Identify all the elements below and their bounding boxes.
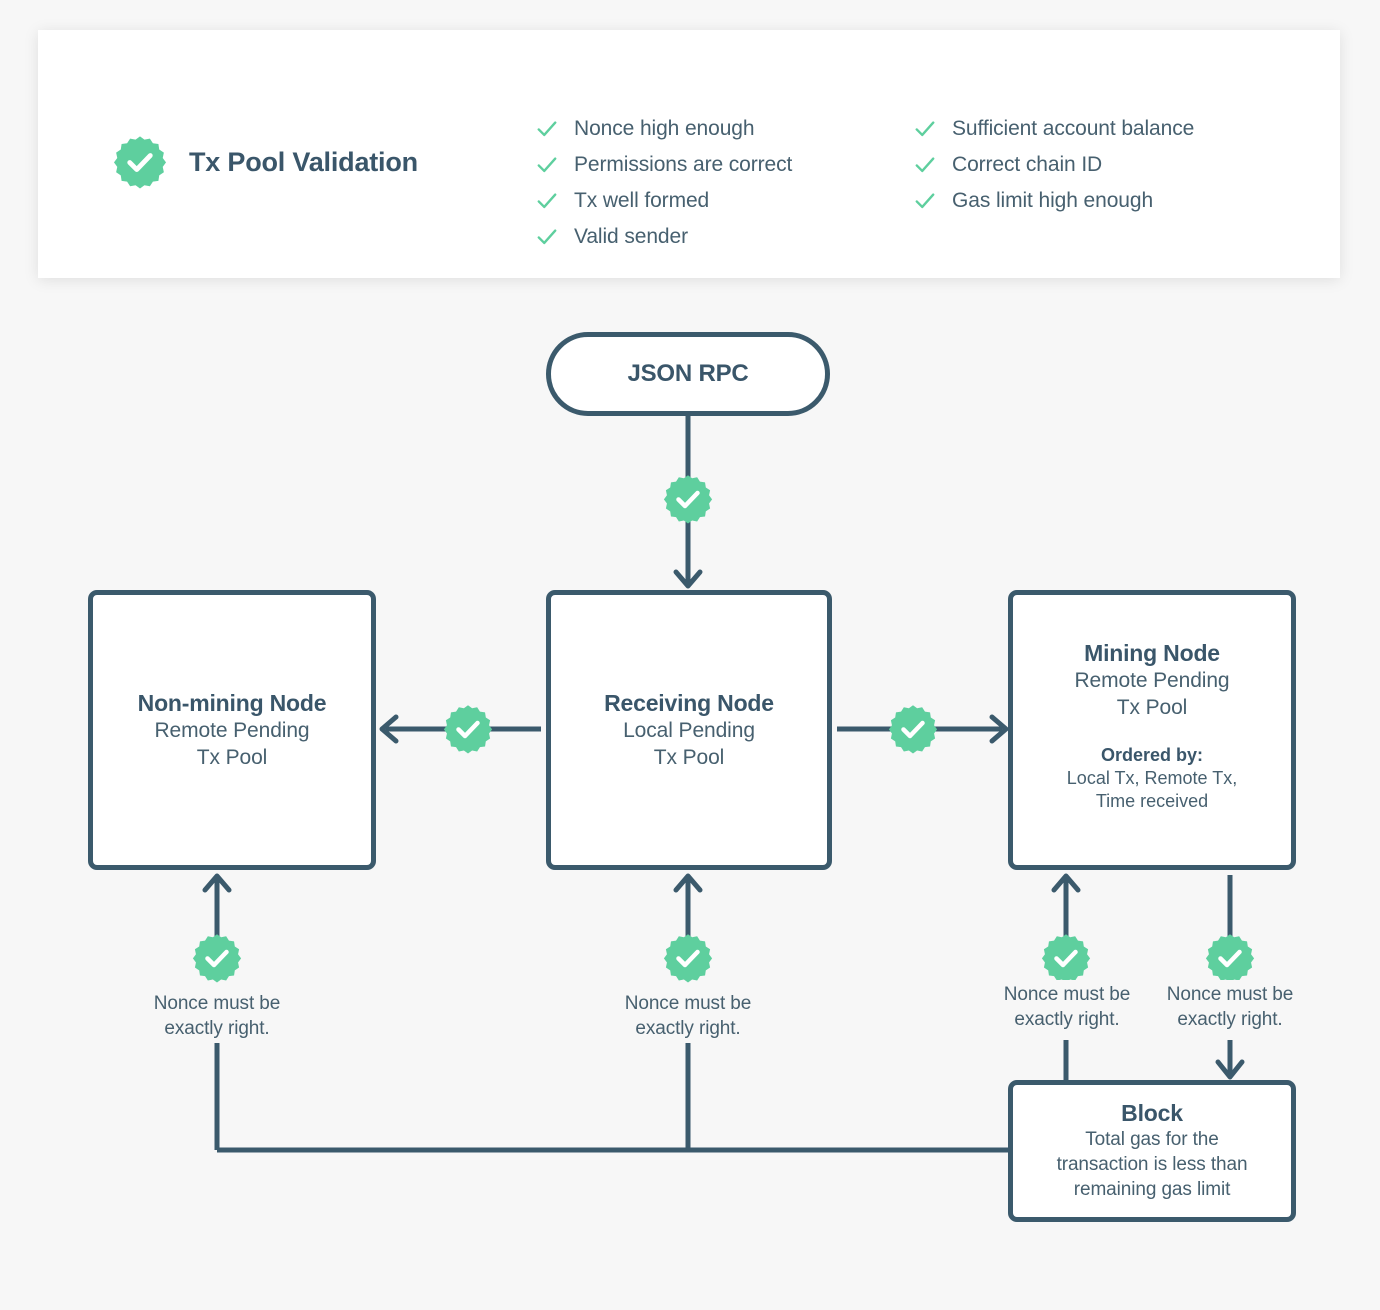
node-title: Block — [1121, 1100, 1183, 1126]
check-icon — [915, 193, 935, 209]
validation-badge-mining-return — [1041, 933, 1091, 988]
checklist-item: Tx well formed — [536, 188, 792, 224]
page-title: Tx Pool Validation — [189, 146, 418, 177]
checklist-item-label: Valid sender — [574, 225, 688, 248]
node-title: Mining Node — [1084, 640, 1220, 666]
checklist-item-label: Permissions are correct — [574, 153, 793, 176]
node-json-rpc[interactable]: JSON RPC — [546, 332, 830, 416]
validation-badge-jsonrpc-to-receiving — [663, 474, 713, 529]
check-badge-icon — [113, 135, 167, 189]
node-title: Receiving Node — [604, 689, 774, 716]
validation-badge-receiving-return — [663, 933, 713, 988]
checklist-item: Permissions are correct — [536, 152, 792, 188]
card-title-group: Tx Pool Validation — [113, 135, 418, 189]
checklist-item: Gas limit high enough — [914, 188, 1194, 224]
checklist-item-label: Correct chain ID — [952, 153, 1103, 176]
checklist-item-label: Nonce high enough — [574, 117, 755, 140]
checklist-column-2: Sufficient account balance Correct chain… — [914, 116, 1194, 224]
ordered-by-body: Local Tx, Remote Tx,Time received — [1066, 768, 1238, 811]
check-icon — [537, 229, 557, 245]
ordered-by-heading: Ordered by: — [1100, 745, 1204, 765]
checklist-item: Sufficient account balance — [914, 116, 1194, 152]
check-icon — [537, 121, 557, 137]
checklist-item: Correct chain ID — [914, 152, 1194, 188]
checklist-column-1: Nonce high enough Permissions are correc… — [536, 116, 792, 260]
validation-badge-receiving-to-nonmining — [443, 704, 493, 759]
check-icon — [537, 157, 557, 173]
node-title: JSON RPC — [627, 360, 749, 387]
check-icon — [915, 157, 935, 173]
validation-badge-mining-to-block — [1205, 933, 1255, 988]
tx-pool-validation-card: Tx Pool Validation Nonce high enough Per… — [38, 30, 1340, 278]
validation-badge-receiving-to-mining — [888, 704, 938, 759]
check-icon — [915, 121, 935, 137]
checklist-item: Valid sender — [536, 224, 792, 260]
checklist-item-label: Gas limit high enough — [952, 189, 1154, 212]
checklist-item: Nonce high enough — [536, 116, 792, 152]
validation-badge-nonmining-return — [192, 933, 242, 988]
node-title: Non-mining Node — [137, 689, 327, 716]
check-icon — [537, 193, 557, 209]
checklist-item-label: Tx well formed — [574, 189, 710, 212]
checklist-item-label: Sufficient account balance — [952, 117, 1195, 140]
